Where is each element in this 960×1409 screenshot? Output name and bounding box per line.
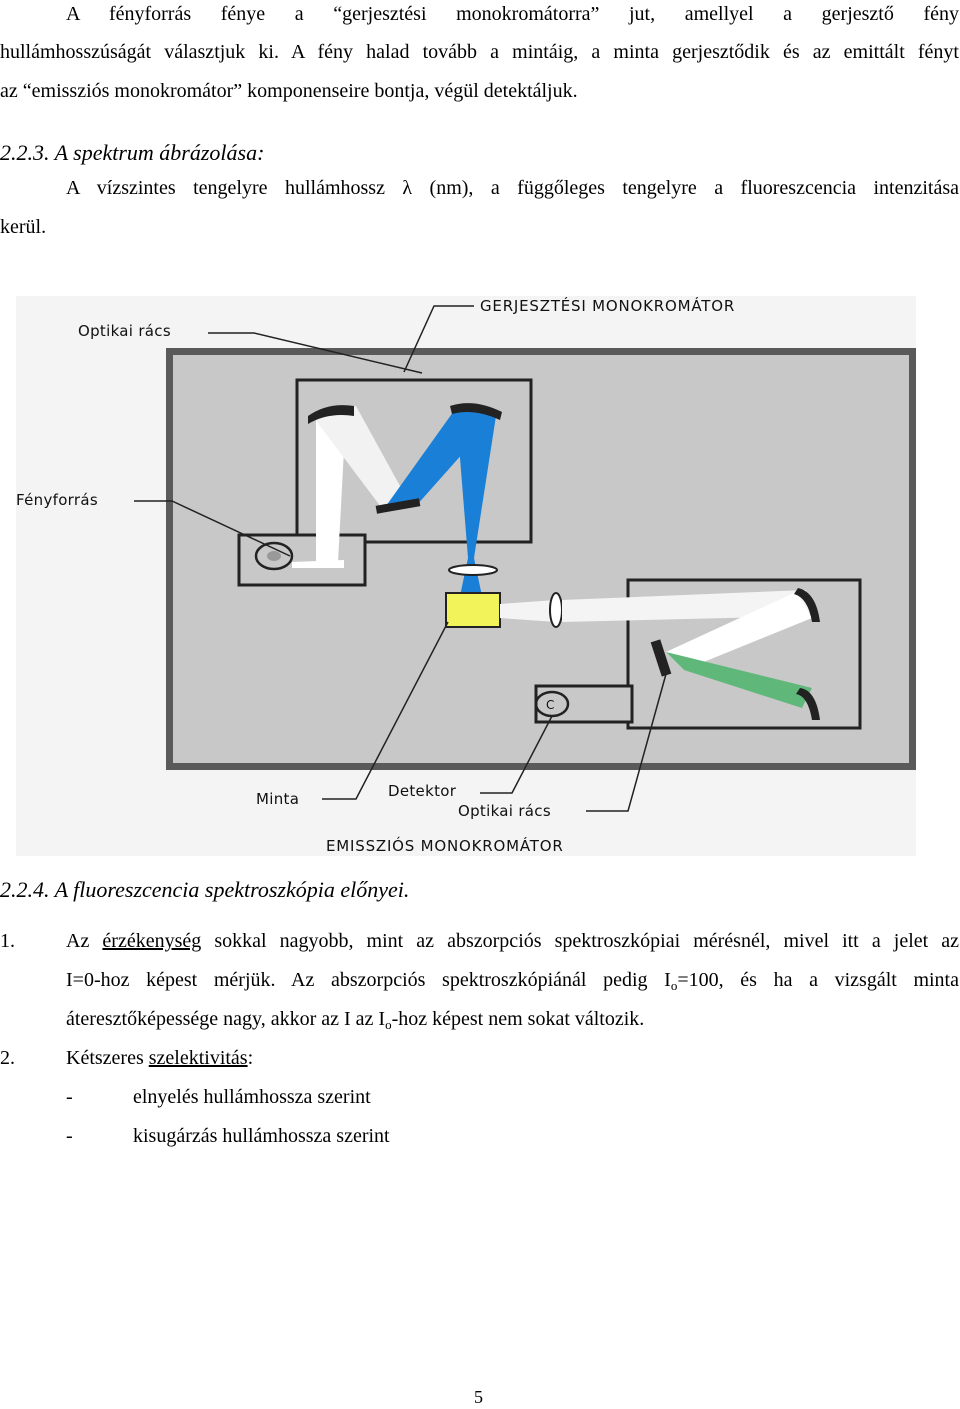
emission-grating (650, 639, 672, 677)
label-sample: Minta (256, 790, 299, 808)
leader-line-light-source (134, 500, 291, 557)
underlined-term: érzékenység (102, 930, 202, 952)
excitation-mirror-2 (450, 403, 502, 420)
label-emission-monochromator: EMISSZIÓS MONOKROMÁTOR (326, 836, 564, 855)
excitation-beam-down (456, 408, 496, 558)
emission-white-beam-3 (666, 592, 812, 670)
label-detector: Detektor (388, 782, 457, 800)
list-item-text: =100, és ha a vizsgált minta (677, 969, 959, 991)
label-grating-top: Optikai rács (78, 322, 171, 340)
page-number: 5 (474, 1387, 483, 1407)
list-item-line: Kétszeres szelektivitás: (66, 1046, 253, 1070)
subscript: o (385, 1017, 392, 1032)
leader-line-detector (480, 715, 553, 794)
list-item-line: I=0-hoz képest mérjük. Az abszorpciós sp… (66, 968, 959, 998)
list-item-text: sokkal nagyobb, mint az abszorpciós spek… (214, 930, 960, 952)
label-excitation-monochromator: GERJESZTÉSI MONOKROMÁTOR (480, 296, 735, 315)
detector-symbol: C (546, 698, 555, 712)
leader-line-grating-bottom (586, 673, 667, 812)
excitation-grating (375, 498, 421, 514)
underlined-term: szelektivitás (148, 1047, 248, 1069)
bullet-dash: - (66, 1125, 73, 1147)
section-heading-spectrum: 2.2.3. A spektrum ábrázolása: (0, 140, 265, 165)
paragraph-line: hullámhosszúságát választjuk ki. A fény … (0, 41, 959, 63)
emission-beam (666, 652, 812, 708)
bullet-item: elnyelés hullámhossza szerint (133, 1086, 371, 1108)
list-item-text: áteresztőképessége nagy, akkor az I az I (66, 1008, 386, 1030)
list-item-text: -hoz képest nem sokat változik. (391, 1008, 645, 1030)
sample-cuvette (445, 592, 501, 628)
list-item-line: Az érzékenység sokkal nagyobb, mint az a… (66, 929, 959, 953)
emission-white-beam-2 (562, 590, 810, 622)
paragraph-line: A vízszintes tengelyre hullámhossz λ (nm… (66, 177, 959, 199)
leader-line-grating-top (208, 332, 423, 374)
paragraph-line: kerül. (0, 216, 47, 238)
list-item-line: áteresztőképessége nagy, akkor az I az I… (66, 1007, 644, 1037)
emission-lens (549, 592, 563, 628)
list-item-text: I=0-hoz képest mérjük. Az abszorpciós sp… (66, 969, 671, 991)
list-item-text: Az (66, 930, 90, 952)
list-item-text: Kétszeres (66, 1047, 144, 1069)
excitation-mirror-1 (308, 405, 354, 424)
label-light-source: Fényforrás (16, 491, 98, 509)
subscript: o (670, 978, 678, 993)
lamp (254, 541, 294, 571)
label-grating-bottom: Optikai rács (458, 802, 551, 820)
lamp-core (267, 551, 281, 561)
emission-mirror-1 (794, 588, 820, 622)
emission-white-beam-1 (500, 600, 556, 622)
paragraph-line: az “emissziós monokromátor” komponenseir… (0, 80, 578, 102)
bullet-item: kisugárzás hullámhossza szerint (133, 1125, 390, 1147)
list-item-number: 1. (0, 930, 15, 952)
lamp-beam (292, 560, 344, 568)
list-item-number: 2. (0, 1047, 15, 1069)
excitation-beam-sample (460, 558, 482, 596)
section-heading-advantages: 2.2.4. A fluoreszcencia spektroszkópia e… (0, 877, 410, 902)
leader-line-sample (322, 621, 449, 800)
list-item-text: : (247, 1047, 254, 1069)
leader-line-excitation (403, 305, 474, 373)
spectrofluorometer-diagram: C GERJESZTÉSI MONOKROMÁTOR Optikai rács … (16, 296, 916, 856)
emission-mirror-2 (796, 688, 820, 720)
white-beam-grating (311, 406, 411, 511)
bullet-dash: - (66, 1086, 73, 1108)
paragraph-line: A fényforrás fénye a “gerjesztési monokr… (66, 3, 959, 25)
excitation-lens (448, 564, 498, 576)
